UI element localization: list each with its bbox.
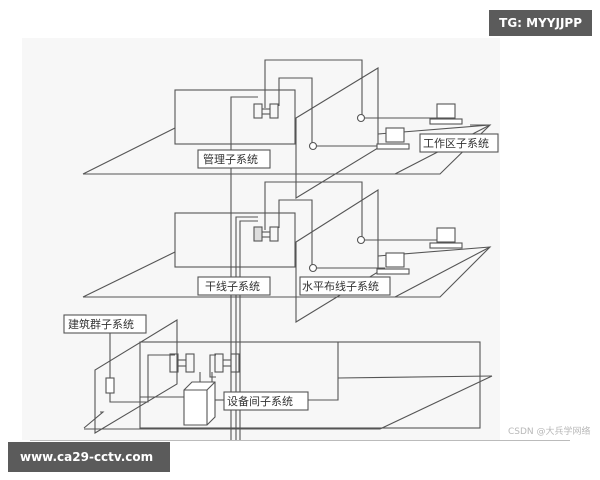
source-watermark: CSDN @大兵学网络 bbox=[508, 425, 591, 437]
label-work-area: 工作区子系统 bbox=[423, 137, 489, 150]
label-backbone: 干线子系统 bbox=[205, 279, 260, 293]
url-watermark-badge: www.ca29-cctv.com bbox=[8, 442, 170, 472]
label-campus: 建筑群子系统 bbox=[68, 317, 134, 331]
label-horizontal: 水平布线子系统 bbox=[302, 279, 379, 293]
label-equipment-room: 设备间子系统 bbox=[227, 394, 293, 408]
top-floor: 管理子系统 工作区子系统 bbox=[82, 59, 499, 199]
ground-floor: 建筑群子系统 设备间子系统 bbox=[63, 314, 493, 434]
figure-bottom-rule bbox=[30, 440, 570, 441]
middle-floor: 干线子系统 水平布线子系统 bbox=[82, 174, 492, 440]
label-management: 管理子系统 bbox=[203, 152, 258, 166]
tg-watermark-badge: TG: MYYJJPP bbox=[489, 10, 592, 36]
